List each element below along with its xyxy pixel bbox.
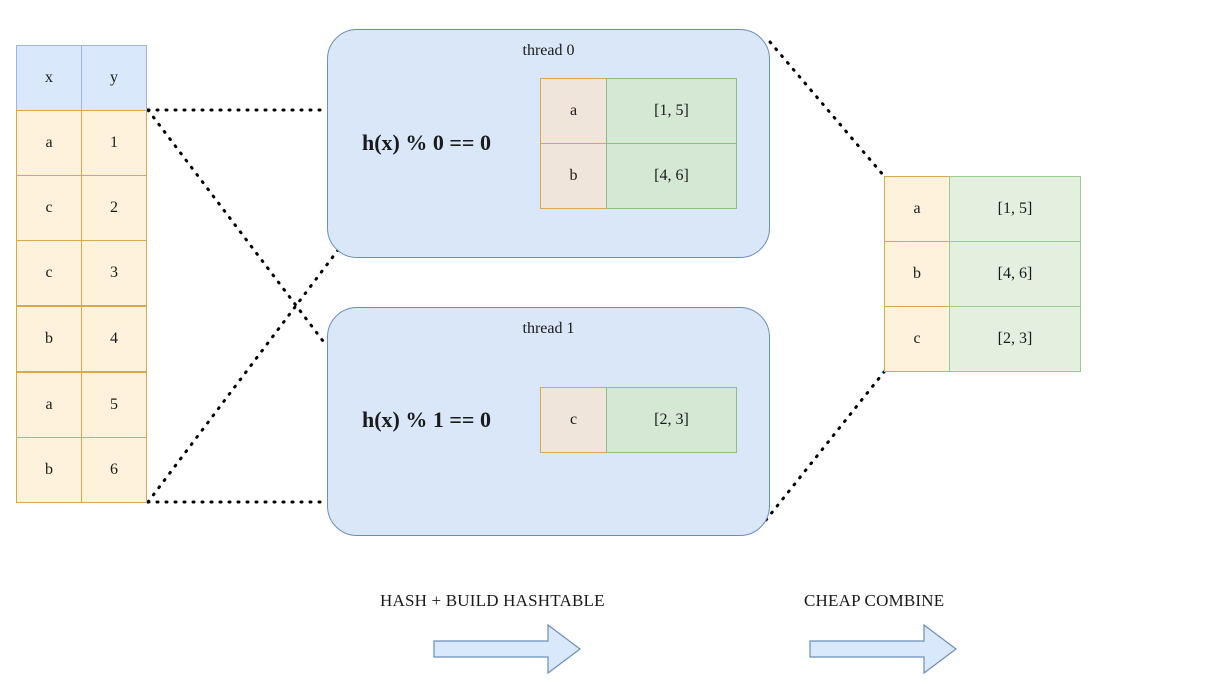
input-value-cell: 3 <box>81 240 147 306</box>
output-key-cell: a <box>884 176 950 242</box>
input-key-cell: c <box>16 175 82 241</box>
thread-0-key-cell: a <box>540 78 607 144</box>
thread-1-value-cell: [2, 3] <box>606 387 737 453</box>
input-key-cell: a <box>16 110 82 176</box>
thread-0-key-cell: b <box>540 143 607 209</box>
thread-0-value-cell: [1, 5] <box>606 78 737 144</box>
input-value-cell: 5 <box>81 372 147 438</box>
connector-line <box>768 40 886 178</box>
right-arrow-icon <box>433 623 581 675</box>
thread-1-title: thread 1 <box>522 320 575 337</box>
thread-0-title: thread 0 <box>522 42 575 59</box>
input-value-cell: 1 <box>81 110 147 176</box>
thread-1-condition: h(x) % 1 == 0 <box>362 407 491 432</box>
input-value-cell: 6 <box>81 437 147 503</box>
thread-0-condition: h(x) % 0 == 0 <box>362 130 491 155</box>
right-arrow-icon <box>809 623 957 675</box>
step-hash-label: HASH + BUILD HASHTABLE <box>380 591 605 610</box>
thread-0-value-cell: [4, 6] <box>606 143 737 209</box>
connector-line <box>146 248 340 504</box>
thread-0-box: thread 0 h(x) % 0 == 0 a [1, 5] b [4, 6] <box>327 29 770 258</box>
output-value-cell: [4, 6] <box>949 241 1081 307</box>
thread-1-key-cell: c <box>540 387 607 453</box>
step-combine-label: CHEAP COMBINE <box>804 591 945 610</box>
input-key-cell: c <box>16 240 82 306</box>
thread-1-box: thread 1 h(x) % 1 == 0 c [2, 3] <box>327 307 770 536</box>
output-value-cell: [1, 5] <box>949 176 1081 242</box>
input-value-cell: 4 <box>81 306 147 372</box>
output-value-cell: [2, 3] <box>949 306 1081 372</box>
input-key-cell: b <box>16 306 82 372</box>
